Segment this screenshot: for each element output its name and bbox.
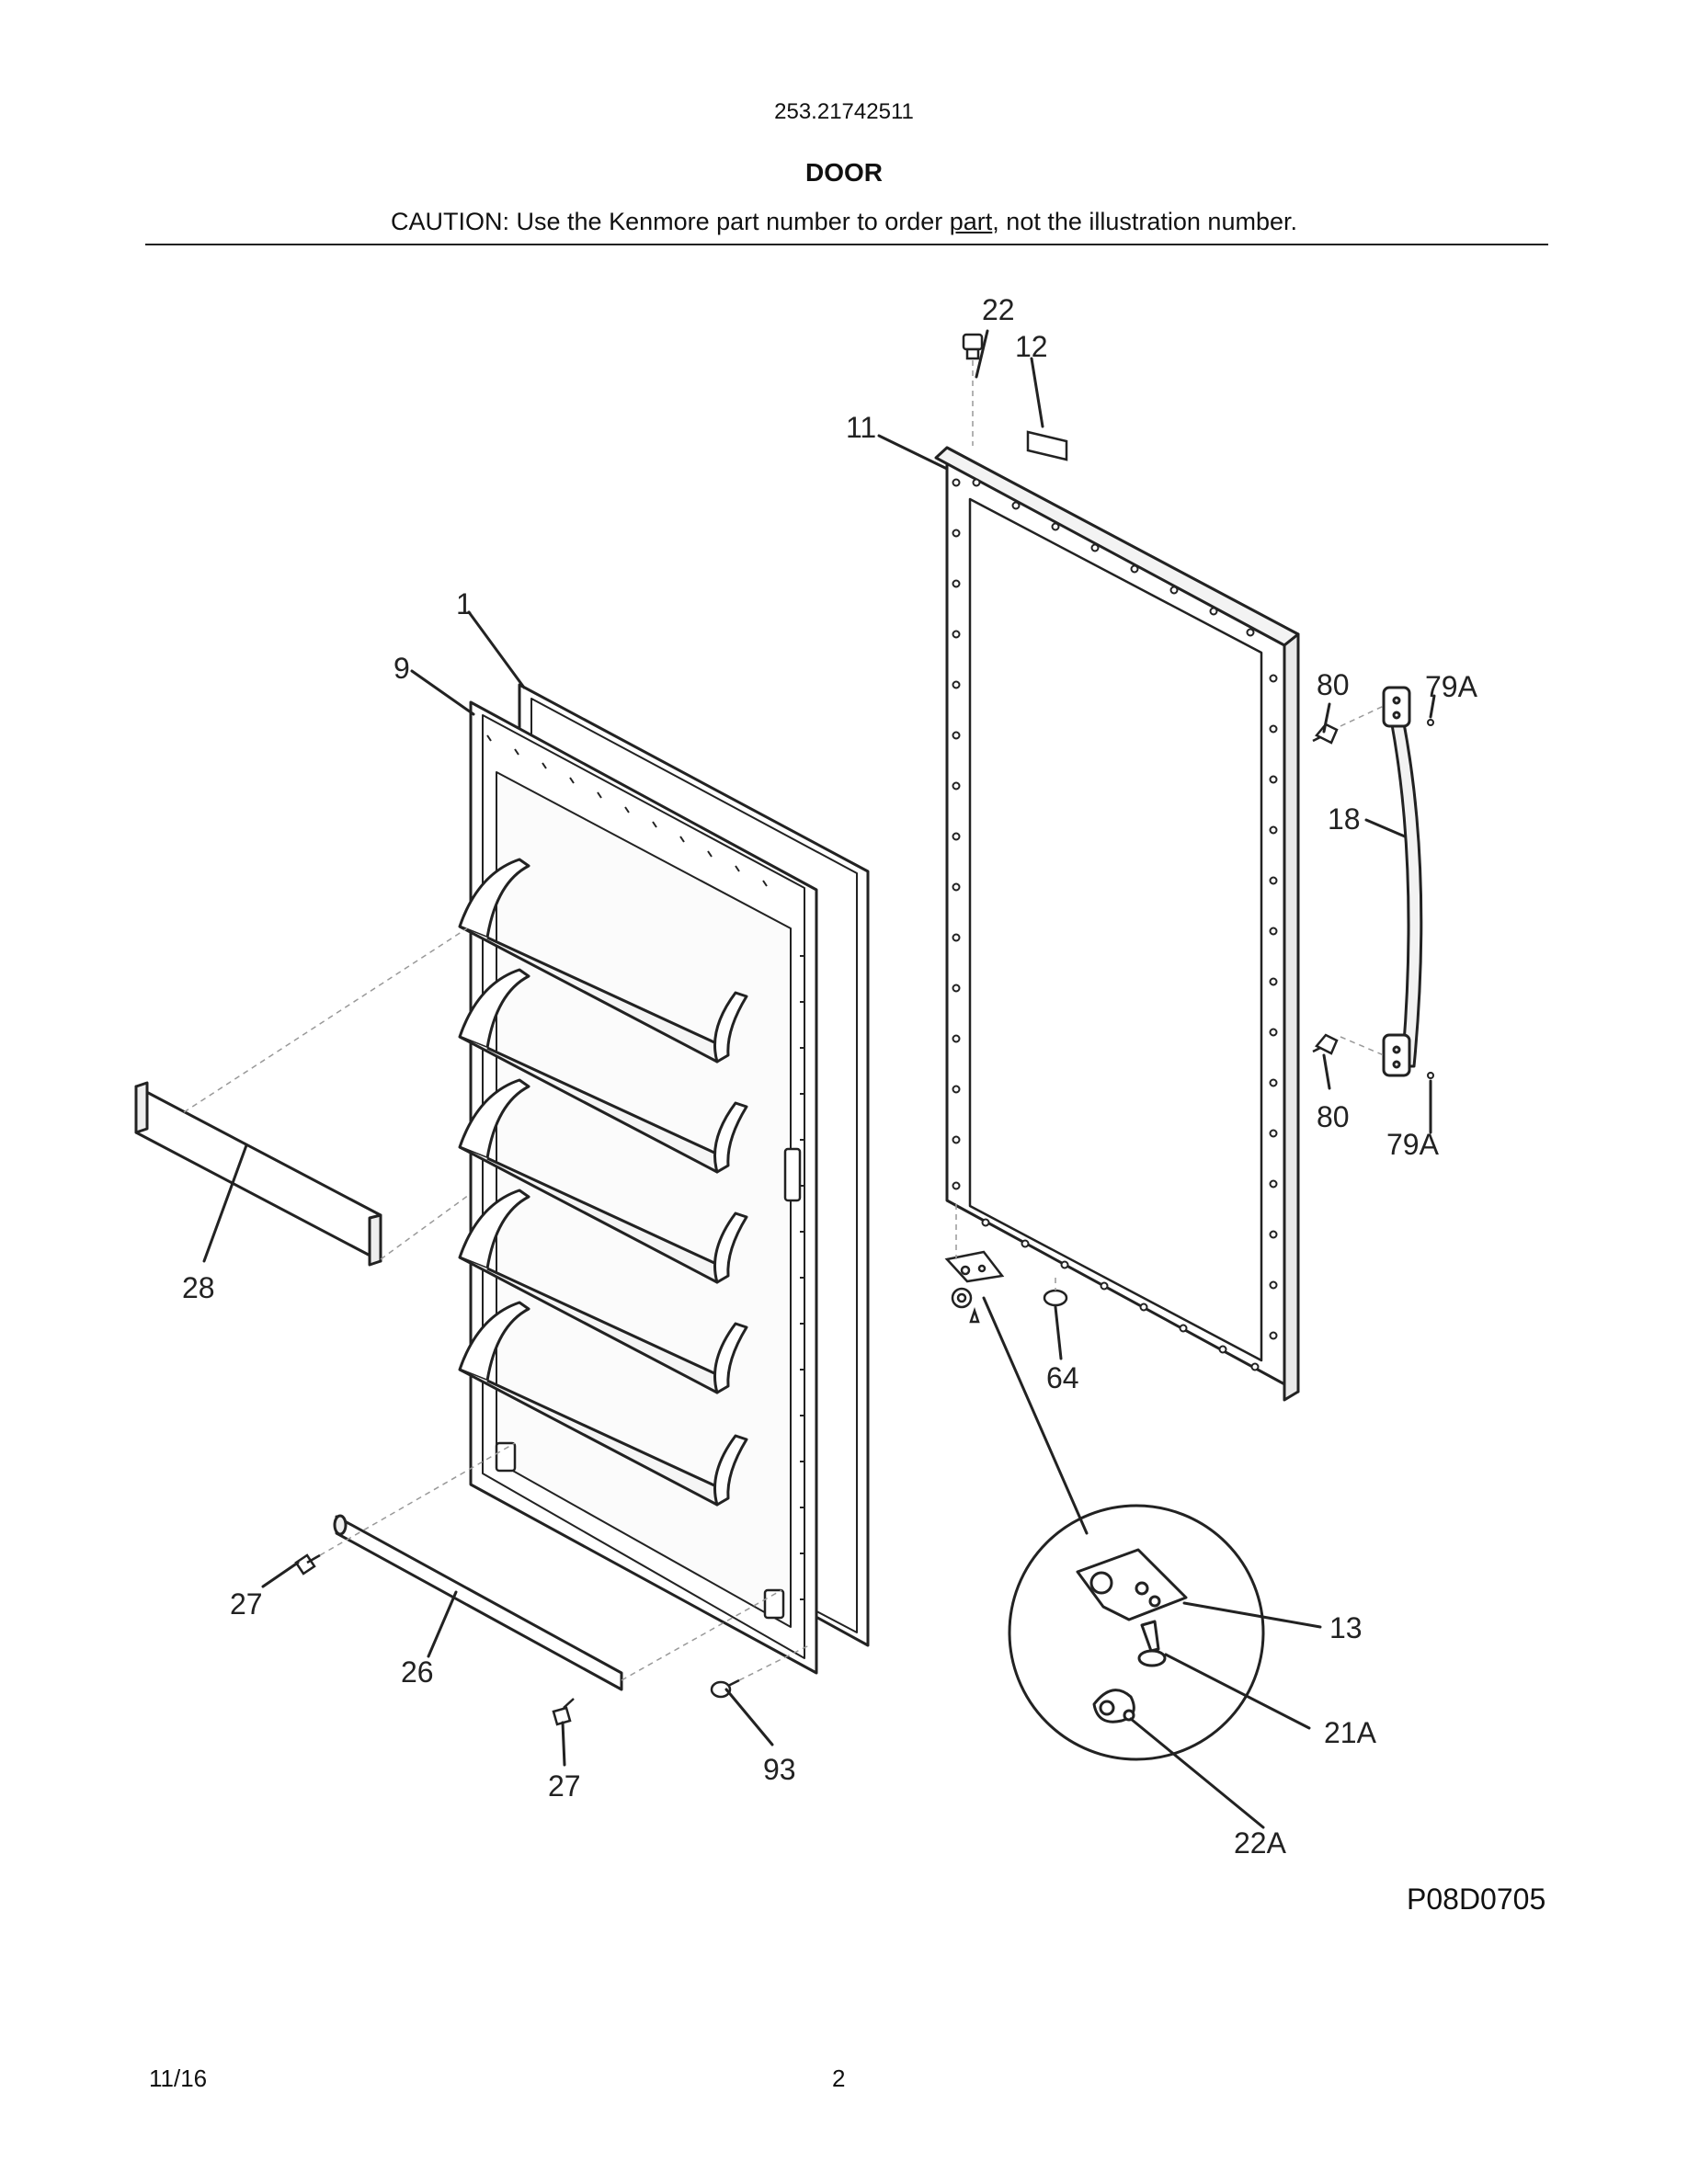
revision-date: 11/16 (149, 2065, 208, 2092)
shelf-trim-guide-lines (183, 927, 470, 1260)
callout-12: 12 (1015, 330, 1048, 363)
leader-11 (877, 434, 949, 471)
callout-labels: 22 12 11 1 9 80 79A 18 80 79A 28 64 27 2… (182, 293, 1478, 1860)
callout-18: 18 (1328, 802, 1361, 836)
liner-edge-ribs (486, 734, 805, 1600)
handle-screws-79a (1427, 719, 1434, 1079)
liner-hinge-bracket (495, 1147, 802, 1620)
callout-64: 64 (1046, 1361, 1079, 1394)
leader-28 (202, 1143, 248, 1263)
model-number: 253.21742511 (774, 99, 914, 124)
callout-93: 93 (763, 1753, 796, 1786)
leader-80-top (1322, 702, 1331, 734)
push-pin-93 (710, 1678, 740, 1699)
caution-text-suffix: , not the illustration number. (992, 208, 1297, 235)
outer-door-panel (934, 446, 1300, 1402)
callout-13: 13 (1329, 1611, 1363, 1644)
leader-21a (1164, 1653, 1311, 1730)
top-plug-22 (962, 333, 984, 360)
caution-text-prefix: CAUTION: Use the Kenmore part number to … (391, 208, 950, 235)
callout-79a-top: 79A (1425, 670, 1478, 703)
callout-9: 9 (393, 652, 410, 685)
callout-80-top: 80 (1317, 668, 1350, 701)
push-pins-27 (294, 1553, 575, 1726)
callout-22a: 22A (1234, 1826, 1287, 1860)
liner-shelves (458, 858, 748, 1507)
handle-studs-80 (1312, 722, 1339, 1055)
callout-28: 28 (182, 1271, 215, 1304)
leader-22 (975, 329, 989, 379)
shelf-trim-28 (134, 1081, 382, 1267)
leader-27-bottom (561, 1721, 566, 1767)
callout-21a: 21A (1324, 1716, 1377, 1749)
callout-27-bottom: 27 (548, 1769, 581, 1803)
door-label (1026, 430, 1068, 461)
leader-9 (410, 669, 475, 716)
diagram-code: P08D0705 (1407, 1883, 1546, 1916)
callout-1: 1 (456, 587, 473, 620)
leader-27-top (261, 1561, 300, 1588)
handle-guide-lines (1340, 705, 1385, 1056)
bottom-guide-lines (319, 1442, 810, 1681)
callout-80-bottom: 80 (1317, 1100, 1350, 1133)
section-title: DOOR (805, 158, 883, 187)
door-handle (1382, 686, 1423, 1077)
header-rule (145, 244, 1548, 245)
leader-lines (202, 329, 1436, 1829)
page-number: 2 (832, 2065, 846, 2092)
leader-26 (427, 1590, 458, 1658)
hinge-guide-lines (955, 1204, 1056, 1291)
leader-80-bottom (1322, 1053, 1331, 1090)
callout-27-top: 27 (230, 1587, 263, 1621)
leader-64 (1054, 1305, 1063, 1360)
leader-79a-top (1429, 694, 1436, 719)
caution-note: CAUTION: Use the Kenmore part number to … (0, 208, 1688, 236)
leader-13 (1182, 1601, 1322, 1629)
caution-link[interactable]: part (949, 208, 993, 235)
leader-12 (1030, 357, 1044, 428)
leader-1 (467, 610, 526, 689)
leader-18 (1364, 818, 1407, 838)
hinge-parts-small (944, 1250, 1068, 1324)
bottom-trim-26 (333, 1514, 623, 1691)
outer-door-holes (952, 478, 1278, 1371)
hinge-detail-circle (1008, 1504, 1265, 1761)
leader-detail (982, 1296, 1089, 1535)
callout-11: 11 (846, 411, 876, 444)
callout-26: 26 (401, 1655, 434, 1689)
leader-93 (724, 1688, 774, 1746)
callout-22: 22 (982, 293, 1015, 326)
callout-79a-bottom: 79A (1386, 1128, 1440, 1161)
leader-22a (1129, 1717, 1265, 1829)
hinge-detail-parts (1076, 1548, 1188, 1723)
